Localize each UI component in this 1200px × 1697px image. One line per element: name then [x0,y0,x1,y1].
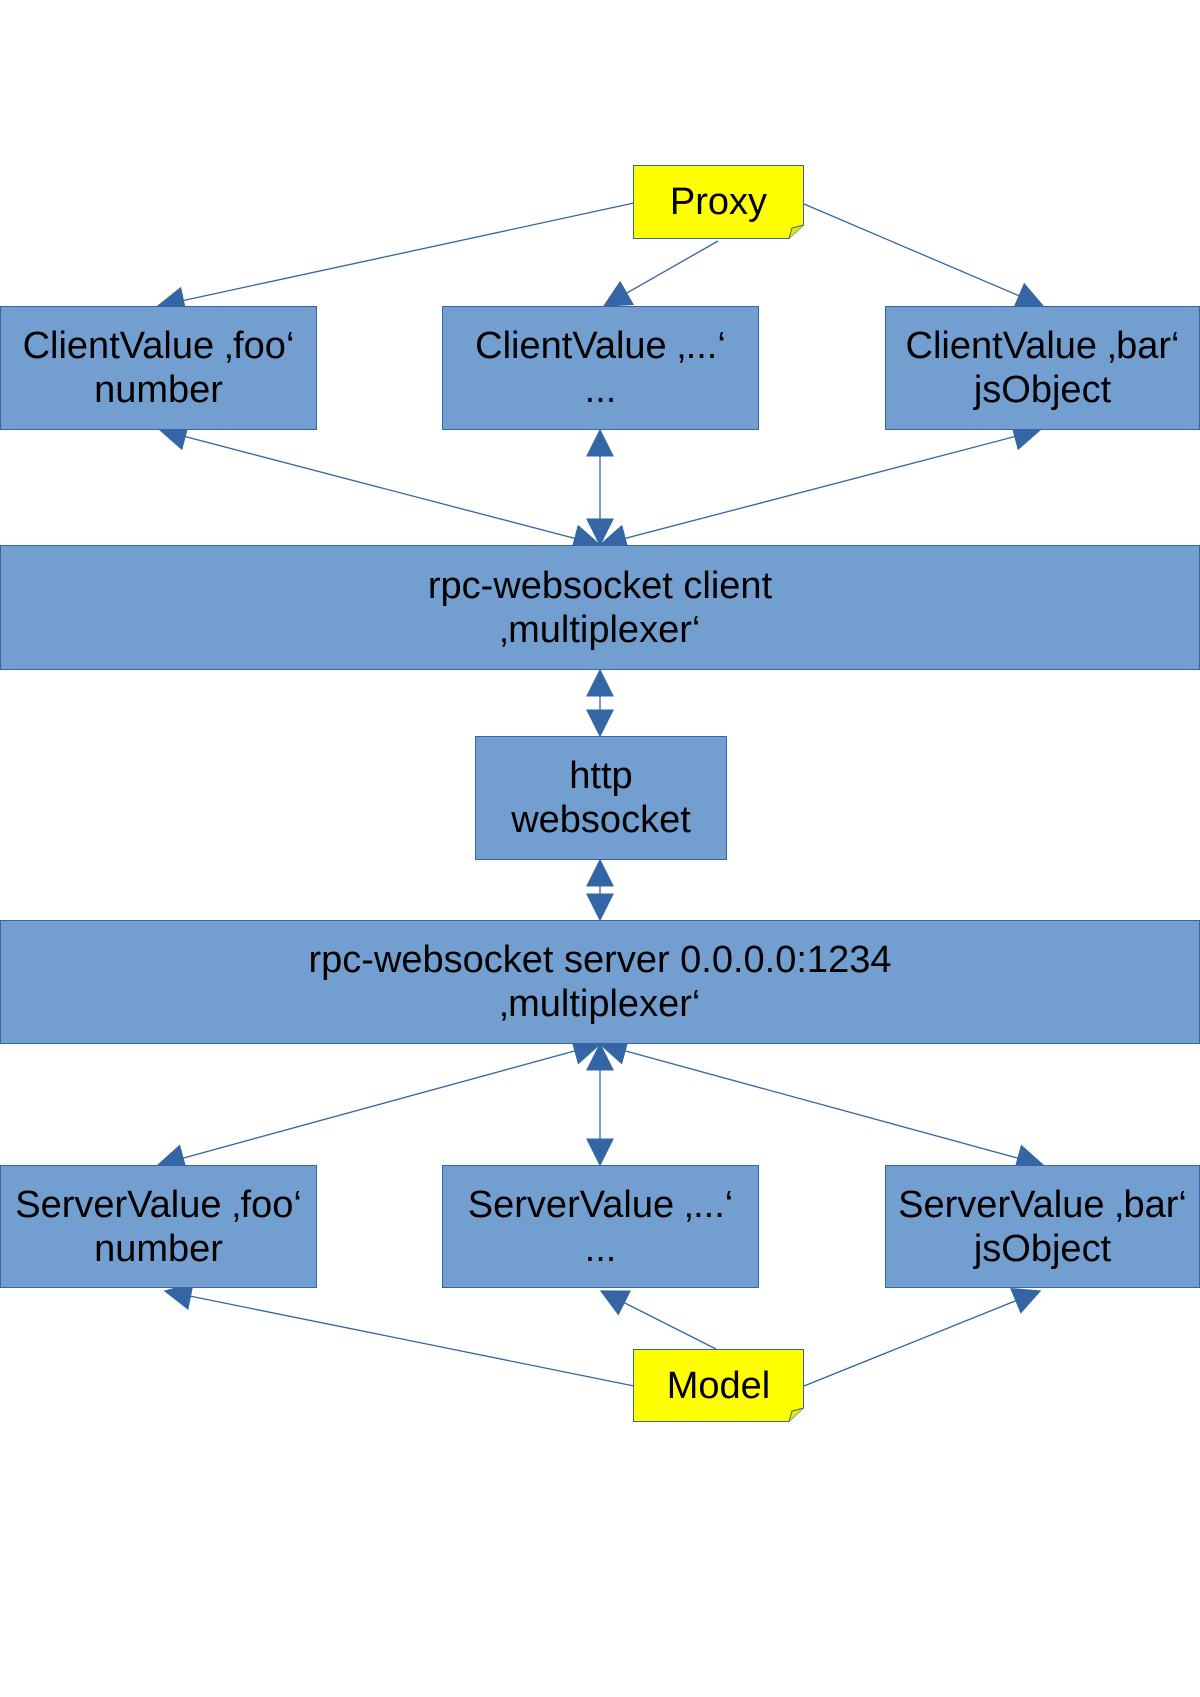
rpc-client-subtitle: ‚multiplexer‘ [499,608,701,651]
server-value-bar-name: ServerValue ‚bar‘ [898,1183,1187,1226]
rpc-websocket-client: rpc-websocket client ‚multiplexer‘ [0,545,1200,670]
client-value-foo-type: number [94,369,223,411]
proxy-label: Proxy [669,181,768,223]
client-value-bar: ClientValue ‚bar‘ jsObject [885,306,1200,430]
edge-rpc-server-server-foo [156,1037,602,1172]
edge-proxy-client-foo [156,202,635,315]
client-value-foo: ClientValue ‚foo‘ number [0,306,317,430]
http-websocket: http websocket [475,736,727,860]
edge-proxy-client-bar [803,203,1045,309]
http-title: http [569,755,633,797]
edge-client-foo-rpc-client [158,423,602,552]
server-value-bar: ServerValue ‚bar‘ jsObject [885,1165,1200,1288]
client-value-dots-type: ... [584,369,617,411]
model-label: Model [666,1364,771,1407]
rpc-websocket-server: rpc-websocket server 0.0.0.0:1234 ‚multi… [0,920,1200,1044]
client-value-foo-name: ClientValue ‚foo‘ [22,325,295,367]
client-value-bar-name: ClientValue ‚bar‘ [905,325,1180,367]
server-value-foo-name: ServerValue ‚foo‘ [15,1183,302,1226]
edge-model-server-foo [163,1282,635,1387]
edge-rpc-server-server-bar [598,1037,1045,1172]
server-value-foo-type: number [94,1227,223,1270]
server-value-dots: ServerValue ‚...‘ ... [442,1165,759,1288]
server-value-foo: ServerValue ‚foo‘ number [0,1165,317,1288]
client-value-dots-name: ClientValue ‚...‘ [475,325,726,367]
rpc-client-title: rpc-websocket client [427,564,773,607]
client-value-bar-type: jsObject [973,369,1112,411]
proxy-note: Proxy [633,165,804,239]
server-value-bar-type: jsObject [973,1227,1112,1270]
model-note: Model [633,1349,804,1422]
server-value-dots-name: ServerValue ‚...‘ [467,1183,734,1226]
edge-proxy-client-dots [602,240,719,307]
edge-client-bar-rpc-client [598,423,1042,552]
rpc-server-subtitle: ‚multiplexer‘ [499,983,701,1025]
note-shape [633,165,804,239]
server-value-dots-type: ... [584,1227,617,1270]
note-shape [633,1349,804,1422]
edge-model-server-bar [803,1287,1042,1387]
http-subtitle: websocket [511,799,691,841]
client-value-dots: ClientValue ‚...‘ ... [442,306,759,430]
rpc-server-title: rpc-websocket server 0.0.0.0:1234 [308,939,892,981]
edge-model-server-dots [599,1290,717,1350]
